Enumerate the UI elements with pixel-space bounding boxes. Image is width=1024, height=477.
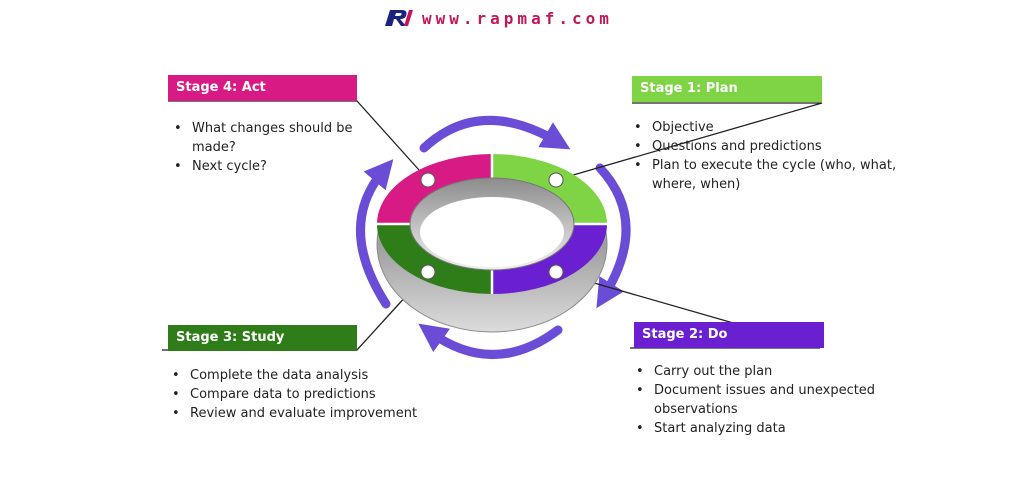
brand-url: www.rapmaf.com bbox=[422, 8, 613, 28]
cycle-ring bbox=[376, 154, 608, 333]
stage-do-title: Stage 2: Do bbox=[634, 322, 824, 348]
stage-plan-list: Objective Questions and predictions Plan… bbox=[632, 118, 902, 194]
stage-study-list: Complete the data analysis Compare data … bbox=[170, 366, 430, 423]
marker-dot-plan bbox=[548, 172, 564, 188]
list-item: Plan to execute the cycle (who, what, wh… bbox=[632, 156, 902, 194]
marker-dot-study bbox=[420, 264, 436, 280]
stage-act-list: What changes should be made? Next cycle? bbox=[172, 119, 362, 176]
cycle-arrow-bottom bbox=[418, 323, 563, 359]
marker-dot-do bbox=[548, 264, 564, 280]
cycle-arrow-left bbox=[356, 159, 394, 309]
list-item: Document issues and unexpected observati… bbox=[634, 381, 904, 419]
cycle-arrow-right bbox=[595, 163, 631, 309]
stage-plan-title: Stage 1: Plan bbox=[632, 76, 822, 102]
marker-dot-act bbox=[420, 172, 436, 188]
list-item: Next cycle? bbox=[172, 157, 362, 176]
stage-do-list: Carry out the plan Document issues and u… bbox=[634, 362, 904, 438]
list-item: Carry out the plan bbox=[634, 362, 904, 381]
rapmaf-logo-icon bbox=[385, 10, 413, 26]
list-item: Objective bbox=[632, 118, 902, 137]
stage-study-title: Stage 3: Study bbox=[168, 325, 357, 351]
brand-header: www.rapmaf.com bbox=[382, 7, 613, 29]
stage-act-title: Stage 4: Act bbox=[168, 75, 357, 101]
list-item: Questions and predictions bbox=[632, 137, 902, 156]
list-item: Complete the data analysis bbox=[170, 366, 430, 385]
list-item: Compare data to predictions bbox=[170, 385, 430, 404]
cycle-arrow-top bbox=[419, 115, 571, 153]
list-item: What changes should be made? bbox=[172, 119, 362, 157]
list-item: Review and evaluate improvement bbox=[170, 404, 430, 423]
list-item: Start analyzing data bbox=[634, 419, 904, 438]
